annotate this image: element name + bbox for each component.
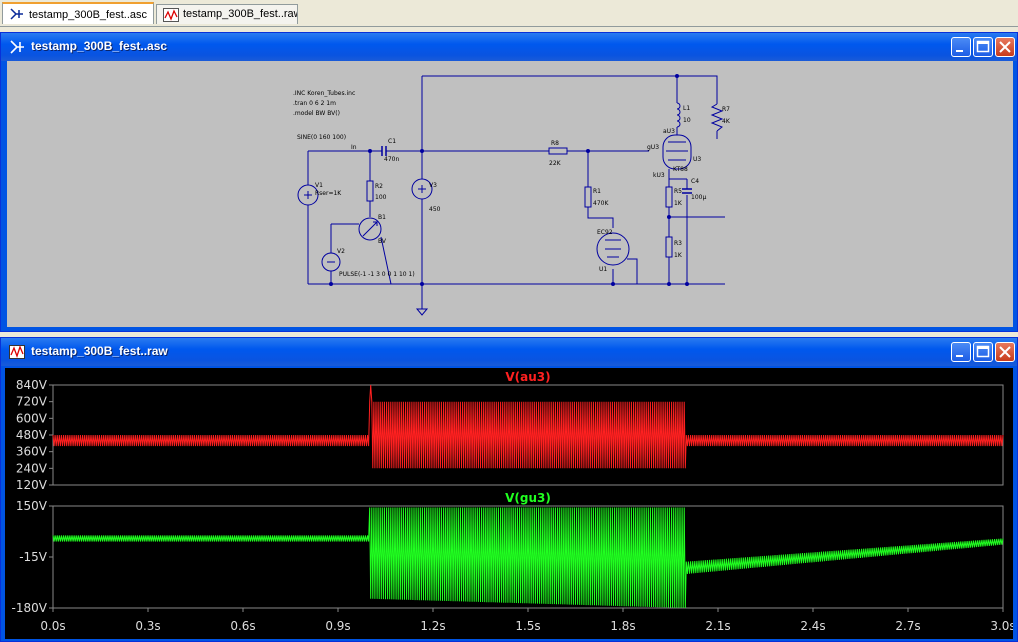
y-tick-label: 480V (16, 428, 48, 442)
x-tick-label: 0.9s (325, 619, 350, 633)
close-icon (999, 41, 1011, 53)
tab-schematic[interactable]: testamp_300B_fest..asc (2, 2, 154, 24)
trace-title[interactable]: V(au3) (505, 370, 550, 384)
close-button[interactable] (995, 37, 1015, 57)
x-tick-label: 1.5s (515, 619, 540, 633)
minimize-icon (956, 355, 963, 357)
v2-ref: V2 (337, 248, 345, 255)
r8-ref: R8 (551, 140, 559, 147)
tab-waveform[interactable]: testamp_300B_fest..raw (156, 4, 298, 24)
v2-value: PULSE(-1 -1 3 0 0 1 10 1) (339, 271, 415, 278)
b1-value: BV (378, 238, 387, 245)
window-title: testamp_300B_fest..asc (31, 39, 168, 53)
y-tick-label: 840V (16, 378, 48, 392)
x-tick-label: 2.1s (705, 619, 730, 633)
u3-value: KT88 (673, 166, 688, 173)
x-axis: 0.0s 0.3s 0.6s 0.9s 1.2s 1.5s 1.8s 2.1s 2.4s 2.7s… (40, 608, 1013, 633)
waveform-titlebar[interactable]: testamp_300B_fest..raw (1, 338, 1017, 366)
maximize-icon (976, 345, 990, 358)
v3-ref: V3 (429, 182, 437, 189)
y-tick-label: 240V (16, 461, 48, 475)
maximize-button[interactable] (973, 342, 993, 362)
waveform-icon (9, 345, 25, 359)
x-tick-label: 0.0s (40, 619, 65, 633)
u1-ref: U1 (599, 266, 607, 273)
plot-pane-gu3: V(gu3) 150V -15V -180V (12, 491, 1004, 615)
net-ku3: kU3 (653, 172, 665, 179)
x-tick-label: 2.4s (800, 619, 825, 633)
v3-value: 450 (429, 206, 441, 213)
r3-ref: R3 (674, 240, 682, 247)
c1-value: 470n (384, 156, 399, 163)
schematic-drawing: .INC Koren_Tubes.inc .tran 0 6 2 1m .mod… (293, 74, 731, 316)
schematic-window: testamp_300B_fest..asc (0, 32, 1018, 332)
schematic-canvas[interactable]: .INC Koren_Tubes.inc .tran 0 6 2 1m .mod… (7, 61, 1013, 327)
v1-ref: V1 (315, 182, 323, 189)
r7-value: 4K (722, 118, 731, 125)
window-title: testamp_300B_fest..raw (31, 344, 168, 358)
tab-label: testamp_300B_fest..raw (183, 8, 298, 20)
r2-ref: R2 (375, 183, 383, 190)
document-tab-bar: testamp_300B_fest..asc testamp_300B_fest… (0, 0, 1018, 27)
close-icon (999, 346, 1011, 358)
schematic-icon (10, 40, 24, 54)
tab-label: testamp_300B_fest..asc (29, 9, 148, 21)
waveform-plot-area[interactable]: V(au3) 840V 720V 600V 480V 360V 240V 120V V(gu3… (5, 368, 1013, 639)
y-tick-label: 600V (16, 411, 48, 425)
net-in-label: In (351, 144, 357, 151)
r5-value: 1K (674, 200, 683, 207)
trace-au3[interactable] (52, 384, 1004, 469)
x-tick-label: 0.6s (230, 619, 255, 633)
l1-ref: L1 (683, 105, 690, 112)
r1-ref: R1 (593, 188, 601, 195)
x-tick-label: 0.3s (135, 619, 160, 633)
directive-model: .model BW BV() (293, 110, 340, 117)
directive-tran: .tran 0 6 2 1m (293, 100, 336, 107)
x-tick-label: 2.7s (895, 619, 920, 633)
schematic-titlebar[interactable]: testamp_300B_fest..asc (1, 33, 1017, 61)
plot-frame (52, 384, 1004, 486)
u1-value: EC92 (597, 229, 613, 236)
source-sine-label: SINE(0 160 100) (297, 134, 346, 141)
maximize-button[interactable] (973, 37, 993, 57)
y-tick-label: 360V (16, 445, 48, 459)
x-tick-label: 1.2s (420, 619, 445, 633)
waveform-window: testamp_300B_fest..raw V(au3) 840V 720V 600… (0, 337, 1018, 642)
v1-value: Rser=1K (315, 190, 342, 197)
y-tick-label: 150V (16, 499, 48, 513)
maximize-icon (976, 40, 990, 53)
r3-value: 1K (674, 252, 683, 259)
x-tick-label: 1.8s (610, 619, 635, 633)
close-button[interactable] (995, 342, 1015, 362)
trace-gu3[interactable] (52, 507, 1004, 609)
y-tick-label: -15V (19, 550, 48, 564)
r1-value: 470K (593, 200, 609, 207)
waveform-chart: V(au3) 840V 720V 600V 480V 360V 240V 120V V(gu3… (12, 370, 1013, 633)
c4-ref: C4 (691, 178, 699, 185)
y-tick-label: 120V (16, 478, 48, 492)
r7-ref: R7 (722, 106, 730, 113)
plot-pane-au3: V(au3) 840V 720V 600V 480V 360V 240V 120V (16, 370, 1004, 492)
y-tick-label: 720V (16, 395, 48, 409)
u3-ref: U3 (693, 156, 701, 163)
directive-include: .INC Koren_Tubes.inc (293, 90, 355, 97)
y-tick-label: -180V (12, 601, 48, 615)
r2-value: 100 (375, 194, 387, 201)
trace-title[interactable]: V(gu3) (505, 491, 551, 505)
r5-ref: R5 (674, 188, 682, 195)
net-gu3: gU3 (647, 144, 659, 151)
minimize-button[interactable] (951, 342, 971, 362)
minimize-button[interactable] (951, 37, 971, 57)
c1-ref: C1 (388, 138, 396, 145)
net-au3: aU3 (663, 128, 675, 135)
l1-value: 10 (683, 117, 691, 124)
b1-ref: B1 (378, 214, 386, 221)
waveform-icon (163, 8, 179, 22)
schematic-icon (10, 8, 23, 20)
r8-value: 22K (549, 160, 562, 167)
x-tick-label: 3.0s (990, 619, 1013, 633)
c4-value: 100µ (691, 194, 706, 201)
minimize-icon (956, 50, 963, 52)
